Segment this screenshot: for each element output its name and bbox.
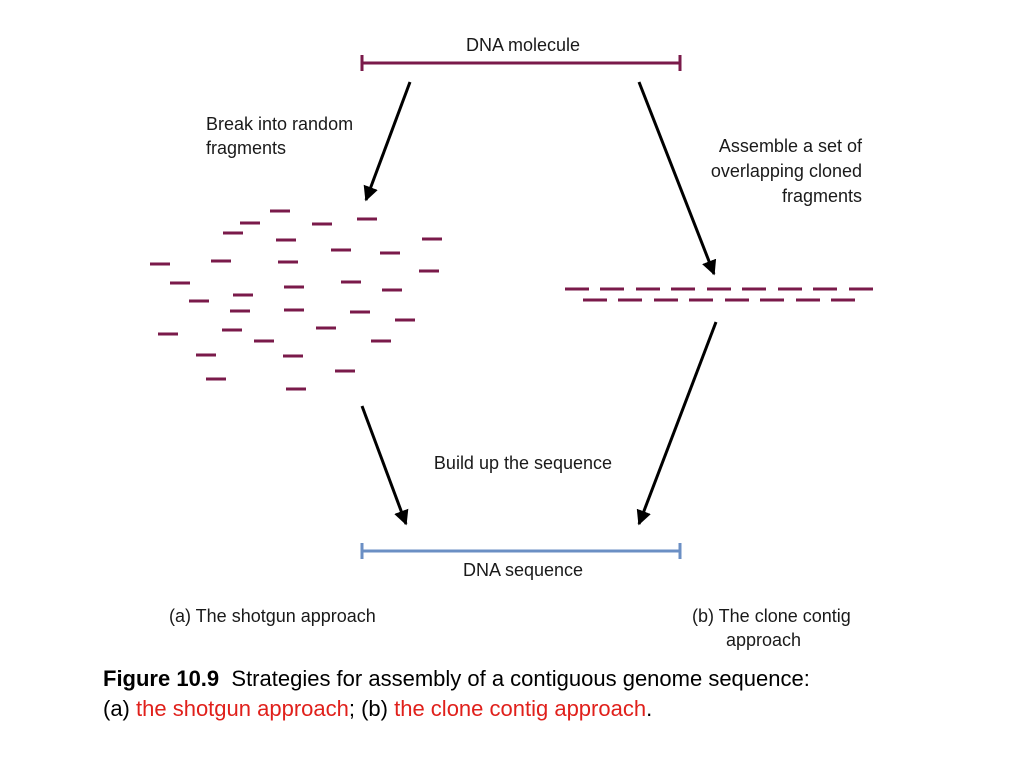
break-label-line2: fragments xyxy=(206,138,286,158)
assemble-label-line1: Assemble a set of xyxy=(719,136,863,156)
random-fragments xyxy=(150,209,442,391)
build-up-label: Build up the sequence xyxy=(434,453,612,473)
build-arrow-left xyxy=(360,405,409,526)
caption-a-prefix: (a) xyxy=(103,696,130,721)
overlapping-fragments xyxy=(565,287,873,302)
caption-separator: ; (b) xyxy=(348,696,388,721)
caption-clone-contig-highlight: the clone contig approach xyxy=(394,696,647,721)
caption-shotgun-highlight: the shotgun approach xyxy=(136,696,349,721)
break-label-line1: Break into random xyxy=(206,114,353,134)
caption-main-text: Strategies for assembly of a contiguous … xyxy=(231,666,810,691)
assembly-diagram: DNA molecule Break into random fragments… xyxy=(150,35,873,650)
approach-a-label: (a) The shotgun approach xyxy=(169,606,376,626)
assemble-arrow xyxy=(637,81,717,276)
dna-sequence-label: DNA sequence xyxy=(463,560,583,580)
dna-molecule-bar xyxy=(360,55,682,71)
build-arrow-right xyxy=(636,321,718,526)
approach-b-label-line1: (b) The clone contig xyxy=(692,606,851,626)
figure-caption: Figure 10.9 Strategies for assembly of a… xyxy=(103,664,983,724)
dna-sequence-bar xyxy=(360,543,682,559)
break-arrow xyxy=(363,81,412,202)
caption-end: . xyxy=(646,696,653,721)
assemble-label-line2: overlapping cloned xyxy=(711,161,862,181)
figure-number: Figure 10.9 xyxy=(103,666,220,691)
approach-b-label-line2: approach xyxy=(726,630,801,650)
assemble-label-line3: fragments xyxy=(782,186,862,206)
dna-molecule-label: DNA molecule xyxy=(466,35,580,55)
